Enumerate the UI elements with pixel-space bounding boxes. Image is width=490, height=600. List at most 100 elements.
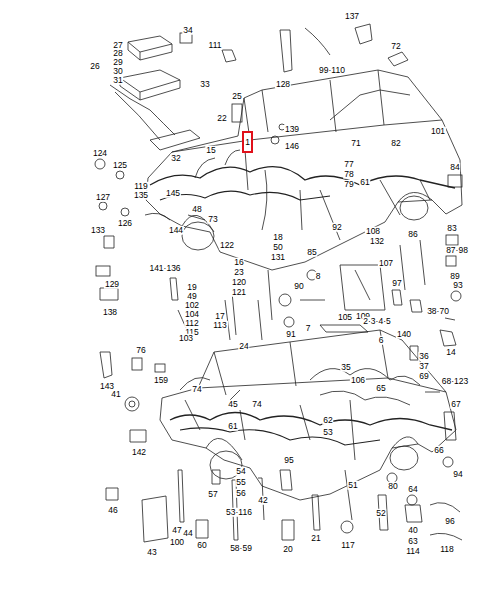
callout-number: 26	[89, 62, 100, 71]
callout-number: 58·59	[229, 544, 253, 553]
callout-number: 24	[238, 342, 249, 351]
callout-number: 102	[184, 301, 200, 310]
callout-number: 52	[375, 509, 386, 518]
callout-number: 73	[207, 215, 218, 224]
callout-number: 83	[446, 224, 457, 233]
callout-number: 21	[310, 534, 321, 543]
callout-number: 100	[169, 538, 185, 547]
callout-number: 56	[235, 489, 246, 498]
callout-number: 53·116	[225, 508, 253, 517]
callout-number: 146	[284, 142, 300, 151]
callout-number: 64	[407, 485, 418, 494]
callout-number: 74	[191, 385, 202, 394]
upper-parts	[95, 24, 462, 346]
callout-number: 112	[184, 319, 200, 328]
callout-number: 137	[344, 12, 360, 21]
callout-number: 47	[171, 526, 182, 535]
callout-number: 66	[433, 446, 444, 455]
callout-number: 79	[343, 180, 354, 189]
callout-number: 33	[199, 80, 210, 89]
callout-number: 7	[305, 324, 312, 333]
callout-number: 69	[418, 372, 429, 381]
callout-number: 18	[272, 233, 283, 242]
callout-number: 145	[165, 189, 181, 198]
callout-number: 55	[235, 478, 246, 487]
callout-number: 119	[133, 182, 149, 191]
callout-number: 126	[117, 219, 133, 228]
callout-number: 141·136	[148, 264, 181, 273]
callout-number: 129	[104, 280, 120, 289]
callout-number: 117	[340, 541, 356, 550]
callout-number: 1	[245, 138, 250, 147]
callout-number: 84	[449, 163, 460, 172]
callout-number: 22	[216, 114, 227, 123]
callout-number: 61	[359, 178, 370, 187]
highlight-box: 1	[242, 131, 253, 153]
callout-number: 131	[270, 253, 286, 262]
callout-number: 85	[306, 248, 317, 257]
callout-number: 107	[378, 259, 394, 268]
callout-number: 42	[257, 496, 268, 505]
callout-number: 127	[95, 193, 111, 202]
callout-number: 139	[284, 125, 300, 134]
callout-number: 61	[227, 422, 238, 431]
callout-number: 122	[219, 241, 235, 250]
callout-number: 74	[251, 400, 262, 409]
callout-number: 57	[207, 490, 218, 499]
callout-number: 80	[387, 482, 398, 491]
callout-number: 34	[182, 26, 193, 35]
callout-number: 54	[235, 467, 246, 476]
callout-number: 71	[350, 139, 361, 148]
callout-number: 92	[331, 223, 342, 232]
callout-number: 78	[343, 170, 354, 179]
callout-number: 124	[92, 149, 108, 158]
callout-number: 31	[112, 76, 123, 85]
callout-number: 93	[452, 281, 463, 290]
callout-number: 62	[322, 416, 333, 425]
callout-number: 77	[343, 160, 354, 169]
callout-number: 6	[378, 336, 385, 345]
callout-number: 63	[407, 537, 418, 546]
callout-number: 45	[227, 400, 238, 409]
callout-number: 114	[405, 547, 421, 556]
callout-number: 48	[191, 205, 202, 214]
callout-number: 94	[452, 470, 463, 479]
callout-number: 29	[112, 58, 123, 67]
callout-number: 35	[340, 363, 351, 372]
callout-number: 17	[214, 312, 225, 321]
callout-number: 50	[272, 243, 283, 252]
callout-number: 91	[285, 330, 296, 339]
callout-number: 60	[196, 541, 207, 550]
callout-number: 20	[282, 545, 293, 554]
callout-number: 142	[131, 448, 147, 457]
callout-number: 38·70	[426, 307, 450, 316]
callout-number: 96	[444, 517, 455, 526]
callout-number: 89	[449, 272, 460, 281]
callout-number: 53	[322, 428, 333, 437]
callout-number: 16	[233, 258, 244, 267]
callout-number: 30	[112, 67, 123, 76]
callout-number: 82	[390, 139, 401, 148]
callout-number: 103	[178, 334, 194, 343]
callout-number: 25	[231, 92, 242, 101]
callout-number: 23	[233, 268, 244, 277]
lower-vehicle	[160, 330, 456, 500]
callout-number: 140	[396, 330, 412, 339]
callout-number: 101	[430, 127, 446, 136]
callout-number: 121	[231, 288, 247, 297]
callout-number: 8	[315, 272, 322, 281]
callout-number: 36	[418, 352, 429, 361]
callout-number: 72	[390, 42, 401, 51]
callout-number: 106	[350, 376, 366, 385]
callout-number: 144	[168, 226, 184, 235]
callout-number: 87·98	[445, 246, 469, 255]
callout-number: 51	[347, 481, 358, 490]
callout-number: 132	[369, 237, 385, 246]
callout-number: 2·3·4·5	[362, 317, 391, 326]
callout-number: 95	[283, 456, 294, 465]
callout-number: 37	[418, 362, 429, 371]
callout-number: 68·123	[441, 377, 469, 386]
callout-number: 111	[208, 41, 223, 50]
callout-number: 46	[107, 506, 118, 515]
callout-number: 76	[135, 346, 146, 355]
